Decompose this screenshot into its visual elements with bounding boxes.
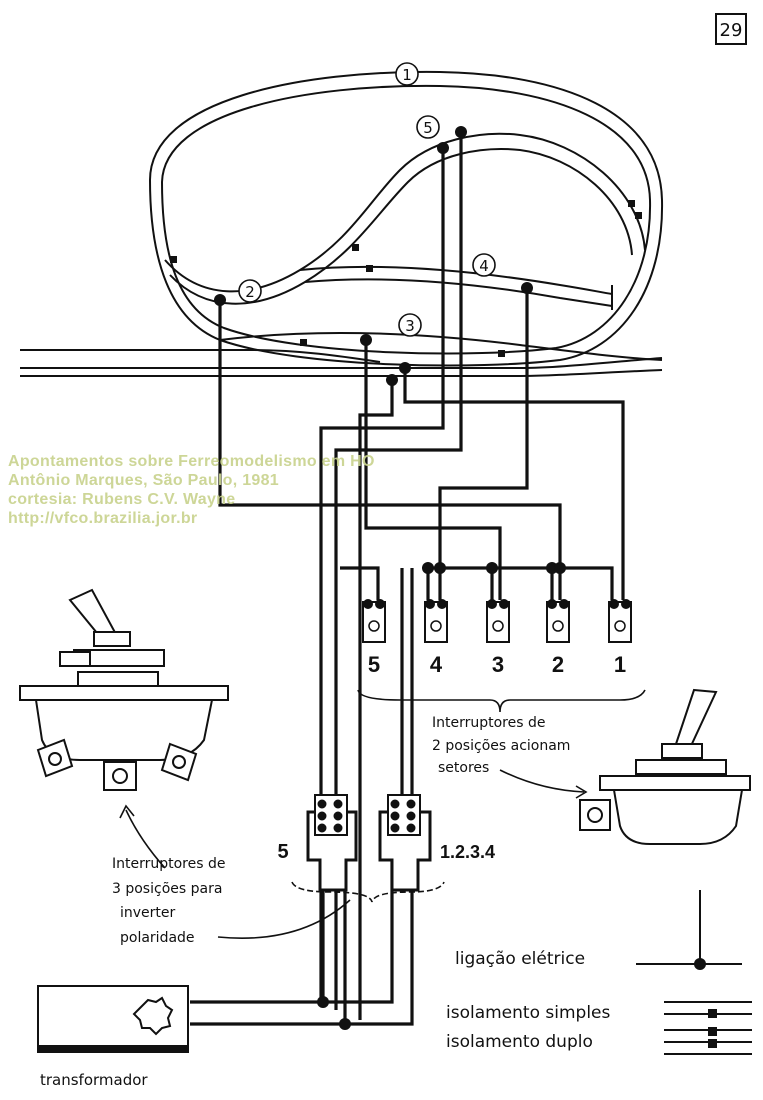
track-number-2: 2 xyxy=(245,283,255,301)
svg-text:polaridade: polaridade xyxy=(120,930,195,946)
lamp-switch-5[interactable] xyxy=(362,599,386,643)
track-loop-5-inner xyxy=(169,148,633,305)
lamp-switch-labels: 5 4 3 2 1 xyxy=(368,652,626,677)
watermark-line-2: Antônio Marques, São Paulo, 1981 xyxy=(8,472,279,489)
track-siding-3 xyxy=(219,332,663,361)
wire-track-1 xyxy=(358,380,394,1020)
watermark: Apontamentos sobre Ferreomodelismo em HO… xyxy=(8,452,528,528)
track-layout xyxy=(20,70,664,377)
track-number-4: 4 xyxy=(479,257,489,275)
lamp-switch-label-2: 2 xyxy=(552,652,564,677)
wire-track-2 xyxy=(218,300,562,600)
legend: ligação elétrice isolamento simples isol… xyxy=(446,890,752,1055)
junctions xyxy=(214,126,566,1030)
svg-text:inverter: inverter xyxy=(120,905,176,921)
track-loop-1-inner xyxy=(160,84,652,355)
wire-track-4 xyxy=(438,288,529,600)
legend-double-marker-b xyxy=(708,1039,717,1048)
arrow-three-position xyxy=(217,899,351,940)
wire-track-1b xyxy=(403,368,625,600)
lamp-switch-4[interactable] xyxy=(424,599,448,643)
wire-track-3 xyxy=(364,340,502,600)
page-number: 29 xyxy=(720,20,743,41)
track-number-3-circle xyxy=(398,313,422,337)
svg-text:Interruptores de: Interruptores de xyxy=(432,715,546,731)
track-number-1: 1 xyxy=(402,66,412,84)
reversing-switch-label-5: 5 xyxy=(277,841,288,863)
lamp-switches xyxy=(362,599,632,643)
label-three-position: Interruptores de 3 posições para inverte… xyxy=(112,856,226,946)
transformer-knob-icon xyxy=(132,996,174,1036)
page-number-box xyxy=(715,13,747,45)
svg-text:setores: setores xyxy=(438,760,489,776)
arrow-to-toggle-left xyxy=(125,809,166,869)
legend-connection-dot xyxy=(694,958,706,970)
reversing-switches xyxy=(306,794,432,892)
track-number-3: 3 xyxy=(405,317,415,335)
toggle-switch-2pos-illustration xyxy=(579,688,751,845)
brace-reversing xyxy=(291,881,445,903)
track-siding-4-b xyxy=(304,278,613,307)
legend-double-label: isolamento duplo xyxy=(446,1032,593,1052)
lamp-switch-1[interactable] xyxy=(608,599,632,643)
track-numbers: 1 2 3 4 5 xyxy=(238,62,496,337)
wiring xyxy=(190,132,625,1026)
legend-single-marker xyxy=(708,1009,717,1018)
legend-single-label: isolamento simples xyxy=(446,1003,610,1023)
transformer-label: transformador xyxy=(40,1071,148,1089)
watermark-line-4: http://vfco.brazilia.jor.br xyxy=(8,510,198,527)
lamp-switch-label-5: 5 xyxy=(368,652,380,677)
track-number-4-circle xyxy=(472,253,496,277)
svg-text:2 posições acionam: 2 posições acionam xyxy=(432,738,570,754)
toggle-lever-right xyxy=(674,688,718,750)
wire-switch-5 xyxy=(340,566,380,600)
brace-lamp-switches xyxy=(357,689,646,713)
transformer xyxy=(37,985,189,1053)
track-siding-4 xyxy=(299,265,613,295)
lamp-switch-label-3: 3 xyxy=(492,652,504,677)
reversing-switch-label-1234: 1.2.3.4 xyxy=(440,842,495,862)
lamp-switch-3[interactable] xyxy=(486,599,510,643)
watermark-line-1: Apontamentos sobre Ferreomodelismo em HO xyxy=(8,453,375,470)
legend-connection-label: ligação elétrice xyxy=(455,949,585,969)
lamp-switch-2[interactable] xyxy=(546,599,570,643)
lamp-switch-label-4: 4 xyxy=(430,652,443,677)
reversing-switch-5[interactable] xyxy=(306,794,358,892)
wire-track-5b xyxy=(319,148,445,1000)
track-number-5-circle xyxy=(416,115,440,139)
lamp-switch-label-1: 1 xyxy=(614,652,626,677)
arrow-two-position xyxy=(499,769,585,793)
label-two-position: Interruptores de 2 posições acionam seto… xyxy=(432,715,570,776)
track-number-1-circle xyxy=(395,62,419,86)
watermark-line-3: cortesia: Rubens C.V. Wayne xyxy=(8,491,236,508)
svg-text:3 posições para: 3 posições para xyxy=(112,881,222,897)
svg-text:Interruptores de: Interruptores de xyxy=(112,856,226,872)
reversing-switch-1234[interactable] xyxy=(378,794,432,892)
track-number-2-circle xyxy=(238,279,262,303)
wire-track-5a xyxy=(334,132,463,1010)
toggle-switch-3pos-illustration xyxy=(19,588,229,791)
legend-double-marker-a xyxy=(708,1027,717,1036)
track-number-5: 5 xyxy=(423,119,433,137)
track-insulators xyxy=(170,200,642,357)
